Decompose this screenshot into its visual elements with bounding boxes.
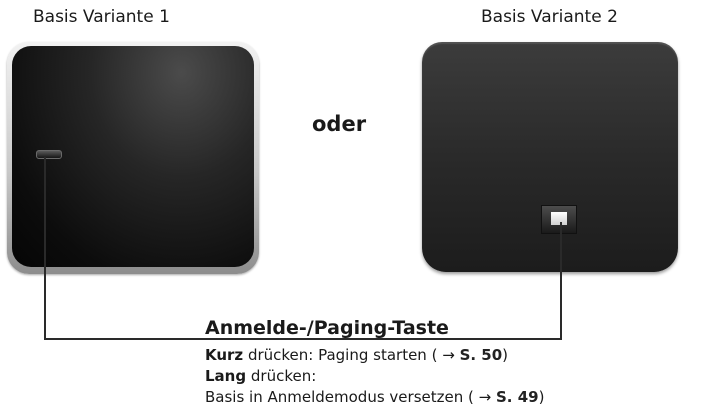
short-text: drücken: Paging starten ( [243,346,443,364]
registration-text: Basis in Anmeldemodus versetzen ( [205,388,479,406]
callout-line-variant-1 [44,157,46,340]
short-close: ) [502,346,509,364]
description-registration-mode: Basis in Anmeldemodus versetzen ( → S. 4… [205,388,544,406]
key-light [551,212,567,225]
base-variant-2-device [422,42,678,272]
registration-paging-key-variant-2 [541,205,577,234]
callout-line-horizontal [44,338,562,340]
registration-paging-key-variant-1 [36,150,62,159]
description-long-press: Lang drücken: [205,367,316,385]
description-short-press: Kurz drücken: Paging starten ( → S. 50) [205,346,508,364]
callout-title: Anmelde-/Paging-Taste [205,317,449,339]
base-variant-1-label: Basis Variante 1 [33,7,170,27]
short-label: Kurz [205,346,244,364]
arrow-right-icon: → [478,388,492,406]
page-ref-50: S. 50 [459,346,503,364]
or-text: oder [312,112,367,136]
long-label: Lang [205,367,247,385]
long-text: drücken: [246,367,317,385]
arrow-right-icon: → [442,346,455,364]
base-variant-2-label: Basis Variante 2 [481,7,618,27]
callout-line-variant-2 [560,222,562,340]
registration-close: ) [538,388,545,406]
base-variant-1-device [7,42,259,274]
page-ref-49: S. 49 [495,388,539,406]
